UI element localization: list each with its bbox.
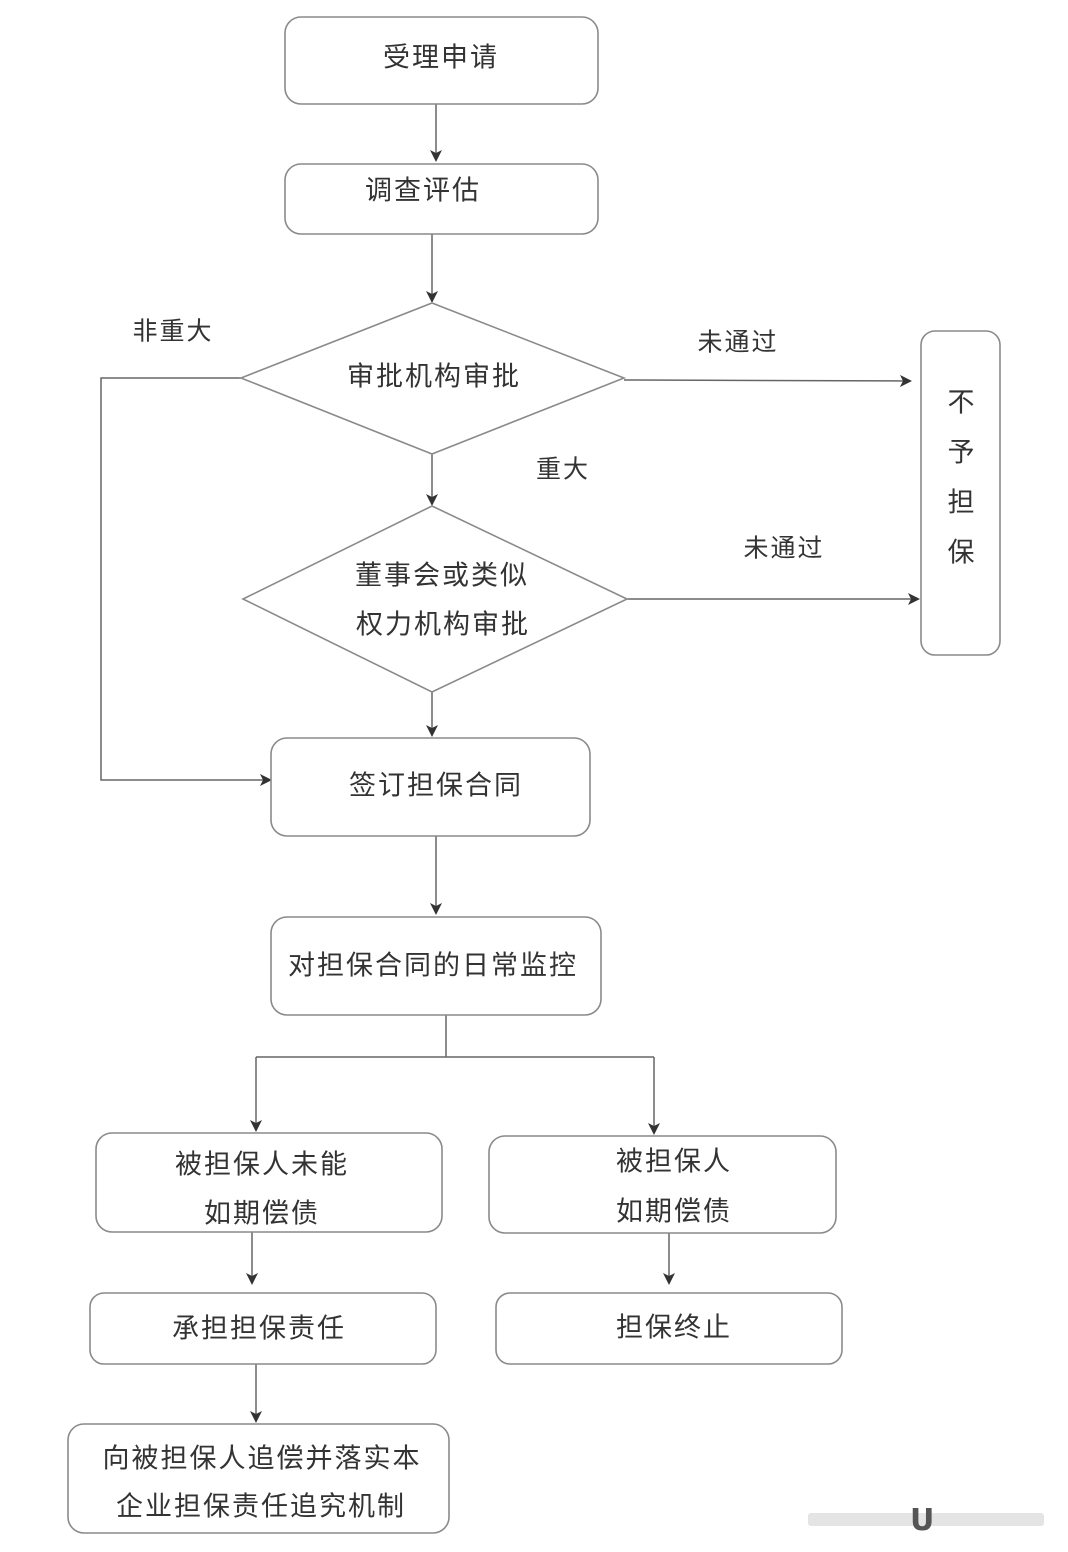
node-debtor-fails-line1: 被担保人未能 — [175, 1150, 349, 1181]
node-receive-application-text: 受理申请 — [383, 43, 499, 74]
node-assume-liability-text: 承担担保责任 — [172, 1314, 346, 1345]
decision-board-review-line2: 权力机构审批 — [356, 610, 530, 641]
node-sign-contract-text: 签订担保合同 — [349, 771, 523, 802]
node-investigation-assessment: 调查评估 — [284, 163, 599, 235]
label-non-major: 非重大 — [132, 317, 213, 346]
decision-board-review-line1: 董事会或类似 — [355, 561, 529, 592]
node-sign-contract: 签订担保合同 — [270, 737, 591, 837]
watermark-logo-icon: U — [910, 1503, 934, 1538]
node-recourse: 向被担保人追偿并落实本 企业担保责任追究机制 — [67, 1423, 450, 1534]
watermark: U — [808, 1503, 1044, 1538]
node-no-guarantee-char-2: 予 — [948, 438, 975, 469]
node-daily-monitoring-text: 对担保合同的日常监控 — [288, 951, 578, 982]
node-receive-application: 受理申请 — [284, 16, 599, 105]
node-investigation-assessment-text: 调查评估 — [365, 176, 481, 207]
node-no-guarantee-char-4: 保 — [948, 538, 975, 569]
node-debtor-pays-line2: 如期偿债 — [616, 1197, 732, 1228]
node-daily-monitoring: 对担保合同的日常监控 — [270, 916, 602, 1016]
label-not-passed-board: 未通过 — [743, 534, 824, 563]
node-guarantee-terminated: 担保终止 — [495, 1292, 843, 1365]
decision-board-review: 董事会或类似 权力机构审批 — [241, 505, 629, 693]
label-not-passed-approval: 未通过 — [697, 328, 778, 357]
node-recourse-line1: 向被担保人追偿并落实本 — [103, 1444, 422, 1475]
node-debtor-pays-line1: 被担保人 — [616, 1147, 732, 1178]
arrow-approval-to-no-guarantee — [623, 374, 912, 387]
node-debtor-pays: 被担保人 如期偿债 — [488, 1135, 837, 1234]
node-guarantee-terminated-text: 担保终止 — [616, 1313, 732, 1344]
node-debtor-fails: 被担保人未能 如期偿债 — [95, 1132, 443, 1233]
node-recourse-line2: 企业担保责任追究机制 — [116, 1492, 406, 1523]
decision-approval-authority: 审批机构审批 — [238, 302, 627, 455]
arrow-non-major-to-sign — [100, 377, 272, 786]
connectors — [100, 104, 920, 1423]
label-major: 重大 — [536, 455, 590, 484]
node-no-guarantee-char-1: 不 — [948, 388, 975, 419]
node-debtor-fails-line2: 如期偿债 — [204, 1199, 320, 1230]
node-no-guarantee-char-3: 担 — [948, 488, 975, 519]
decision-approval-authority-text: 审批机构审批 — [347, 362, 521, 393]
node-assume-liability: 承担担保责任 — [89, 1292, 437, 1365]
node-no-guarantee: 不 予 担 保 — [920, 330, 1001, 656]
